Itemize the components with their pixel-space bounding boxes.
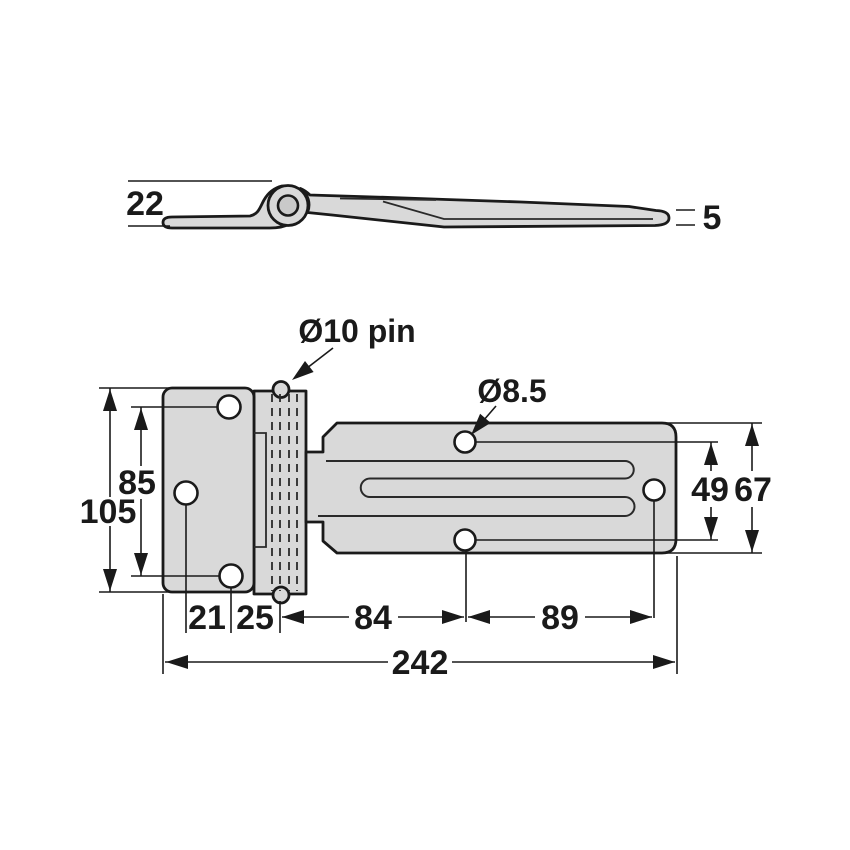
hole-callout-label: Ø8.5 [477,373,546,409]
dim-tip-thickness: 5 [676,199,721,237]
dim-strap-width-label: 67 [734,471,772,509]
dim-profile-height-label: 22 [126,185,164,223]
pin-end-top [271,380,291,399]
dim-plate-hole-offset: 21 [188,599,226,637]
pin-hidden-lines [271,394,298,591]
strap-hole-end [642,478,666,502]
dim-overall-length: 242 [165,644,675,682]
dim-profile-height: 22 [126,180,272,227]
dim-strap-hole-to-end-hole-label: 89 [541,599,579,637]
plate-hole-top [216,394,242,420]
callout-hole-diameter: Ø8.5 [471,373,547,435]
dim-strap-hole-spacing-vertical: 49 [476,441,729,541]
plate-hole-middle [173,480,199,506]
strap-stiffening-groove [318,460,636,517]
side-view-rib-line-2 [339,197,437,201]
dim-plate-height: 105 [80,387,170,593]
plan-view: Ø10 pin Ø8.5 105 85 [80,313,772,682]
plate-hole-bottom [218,563,244,589]
knuckle-recess [254,432,267,548]
dim-extension-lines-bottom [162,501,678,674]
dim-strap-hole-spacing-label: 49 [691,471,729,509]
side-view-pin [276,194,300,217]
strap-hole-top [453,430,477,454]
dim-hole-to-pin: 25 [236,599,274,637]
dim-overall-length-label: 242 [392,644,449,682]
pin-callout-label: Ø10 pin [298,313,415,349]
callout-pin: Ø10 pin [292,313,416,380]
dim-hole-to-pin-label: 25 [236,599,274,637]
dim-pin-to-strap-hole: 84 [282,599,464,637]
side-view: 22 5 [126,180,721,237]
pin-end-bottom [271,585,291,605]
dim-plate-hole-spacing: 85 [118,406,219,577]
dim-strap-hole-to-end-hole: 89 [468,599,652,637]
dim-plate-height-label: 105 [80,493,137,531]
side-view-strap-leaf [299,187,671,229]
strap [304,421,678,555]
dim-strap-width: 67 [666,422,772,554]
dim-plate-hole-spacing-label: 85 [118,464,156,502]
dim-pin-to-strap-hole-label: 84 [354,599,392,637]
dim-plate-hole-offset-label: 21 [188,599,226,637]
side-view-rib-line [382,200,653,220]
dim-tip-thickness-label: 5 [703,199,722,237]
strap-hole-bottom [453,528,477,552]
